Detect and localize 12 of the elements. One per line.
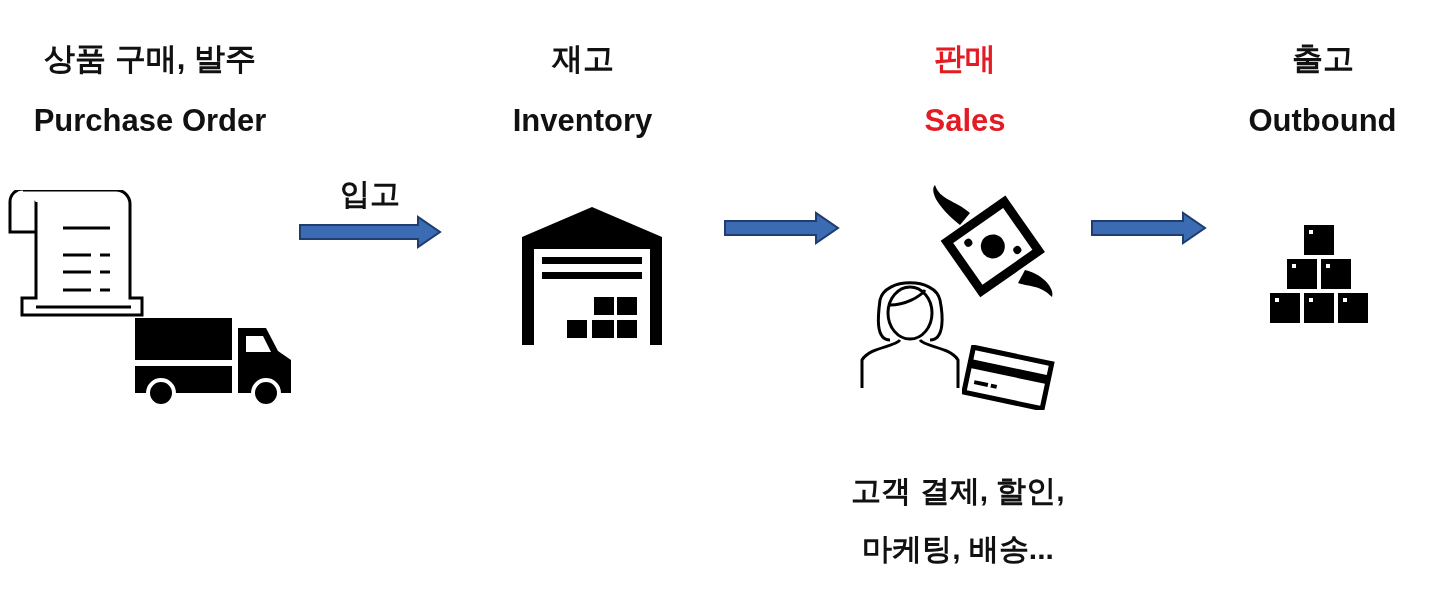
block-arrow [299,215,442,249]
english-title: Inventory [511,103,654,139]
korean-title: 재고 [550,40,615,78]
korean-title: 출고 [1290,40,1355,78]
note-text: 고객 결제, 할인, 마케팅, 배송... [850,473,1066,567]
block-arrow [1091,211,1207,245]
korean-title: 상품 구매, 발주 [43,40,257,78]
english-title: Sales [923,103,1007,139]
block-arrow [724,211,840,245]
korean-title: 판매 [933,40,997,78]
english-title: Outbound [1247,103,1398,139]
english-title: Purchase Order [32,103,268,139]
